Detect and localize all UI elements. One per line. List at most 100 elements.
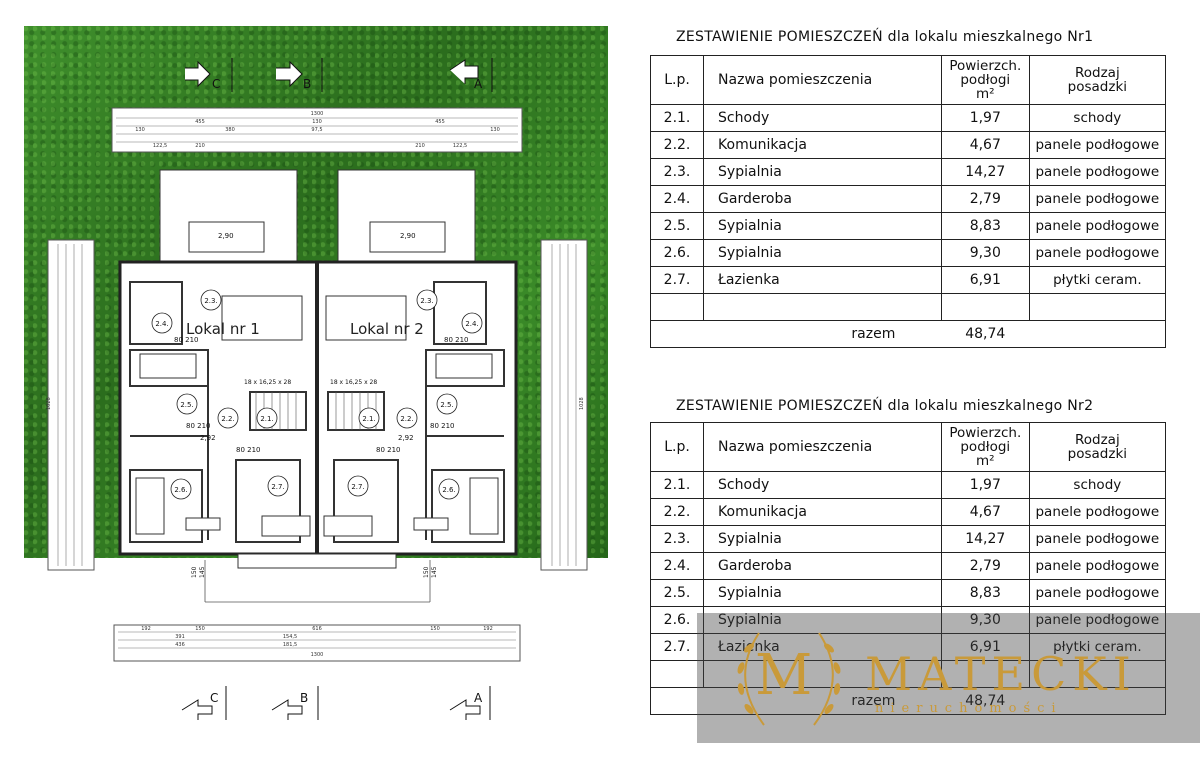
door-label: 80 210 bbox=[444, 336, 469, 344]
svg-text:150: 150 bbox=[191, 566, 198, 578]
room-tag: 2.7. bbox=[271, 483, 284, 491]
room-schedule-table-2: L.p. Nazwa pomieszczenia Powierzch.podło… bbox=[649, 422, 1167, 715]
floor-plan-drawing: 1300 455 130 455 130 130 380 97,5 210 12… bbox=[46, 58, 588, 720]
svg-text:436: 436 bbox=[175, 642, 185, 648]
room-schedule-table-1: L.p. Nazwa pomieszczenia Powierzch.podło… bbox=[649, 55, 1167, 348]
svg-text:145: 145 bbox=[199, 566, 206, 578]
header-lp: L.p. bbox=[649, 422, 705, 472]
room-tag: 2.5. bbox=[440, 401, 453, 409]
svg-text:192: 192 bbox=[483, 626, 493, 632]
header-lp: L.p. bbox=[649, 55, 705, 105]
section-marker-c-top: C bbox=[212, 77, 220, 91]
header-name: Nazwa pomieszczenia bbox=[703, 55, 942, 105]
svg-text:130: 130 bbox=[312, 119, 322, 125]
table-total-row: razem 48,74 bbox=[650, 687, 1167, 715]
total-value: 48,74 bbox=[941, 320, 1030, 348]
section-marker-a-top: A bbox=[474, 77, 483, 91]
svg-text:1028: 1028 bbox=[579, 397, 585, 410]
section-marker-c-bottom: C bbox=[210, 691, 218, 705]
room-tag: 2.3. bbox=[204, 297, 217, 305]
room-tag: 2.1. bbox=[362, 415, 375, 423]
room-tag: 2.1. bbox=[260, 415, 273, 423]
svg-text:122,5: 122,5 bbox=[153, 143, 167, 149]
level-label: 2,90 bbox=[218, 232, 234, 240]
svg-text:455: 455 bbox=[435, 119, 445, 125]
svg-text:181,5: 181,5 bbox=[283, 642, 297, 648]
svg-text:130: 130 bbox=[135, 127, 145, 133]
stair-label: 18 x 16,25 x 28 bbox=[244, 379, 291, 386]
table-header-row: L.p. Nazwa pomieszczenia Powierzch.podło… bbox=[649, 422, 1167, 472]
room-tag: 2.6. bbox=[174, 486, 187, 494]
table-total-row: razem 48,74 bbox=[650, 320, 1167, 348]
svg-text:1300: 1300 bbox=[311, 652, 324, 658]
level-label: 2,92 bbox=[398, 434, 414, 442]
door-label: 80 210 bbox=[376, 446, 401, 454]
table-header-row: L.p. Nazwa pomieszczenia Powierzch.podło… bbox=[649, 55, 1167, 105]
unit-label-1: Lokal nr 1 bbox=[186, 320, 260, 338]
svg-text:210: 210 bbox=[415, 143, 425, 149]
level-label: 2,92 bbox=[200, 434, 216, 442]
table-1-title: ZESTAWIENIE POMIESZCZEŃ dla lokalu miesz… bbox=[676, 29, 1094, 45]
svg-text:150: 150 bbox=[430, 626, 440, 632]
room-tag: 2.3. bbox=[420, 297, 433, 305]
room-tag: 2.4. bbox=[155, 320, 168, 328]
section-marker-a-bottom: A bbox=[474, 691, 483, 705]
watermark-overlay: M MATECKI nieruchomości bbox=[697, 613, 1200, 743]
svg-text:130: 130 bbox=[490, 127, 500, 133]
room-tag: 2.2. bbox=[400, 415, 413, 423]
svg-text:455: 455 bbox=[195, 119, 205, 125]
stair-label: 18 x 16,25 x 28 bbox=[330, 379, 377, 386]
unit-label-2: Lokal nr 2 bbox=[350, 320, 424, 338]
door-label: 80 210 bbox=[186, 422, 211, 430]
svg-text:154,5: 154,5 bbox=[283, 634, 297, 640]
svg-text:616: 616 bbox=[312, 626, 322, 632]
table-row-empty bbox=[649, 293, 1167, 321]
svg-text:97,5: 97,5 bbox=[311, 127, 322, 133]
laurel-wreath-icon bbox=[737, 632, 841, 726]
header-name: Nazwa pomieszczenia bbox=[703, 422, 942, 472]
svg-text:145: 145 bbox=[431, 566, 438, 578]
room-tag: 2.7. bbox=[351, 483, 364, 491]
watermark-monogram: M bbox=[755, 643, 813, 708]
svg-text:380: 380 bbox=[225, 127, 235, 133]
door-label: 80 210 bbox=[430, 422, 455, 430]
table-row-empty bbox=[649, 660, 1167, 688]
room-tag: 2.5. bbox=[180, 401, 193, 409]
room-tag: 2.4. bbox=[465, 320, 478, 328]
door-label: 80 210 bbox=[174, 336, 199, 344]
total-label: razem bbox=[650, 320, 942, 348]
room-tag: 2.6. bbox=[442, 486, 455, 494]
svg-text:122,5: 122,5 bbox=[453, 143, 467, 149]
watermark-tagline: nieruchomości bbox=[875, 701, 1063, 716]
svg-text:391: 391 bbox=[175, 634, 185, 640]
section-marker-b-top: B bbox=[303, 77, 311, 91]
total-label: razem bbox=[650, 687, 942, 715]
watermark-brand: MATECKI bbox=[865, 647, 1137, 701]
svg-text:192: 192 bbox=[141, 626, 151, 632]
room-tag: 2.2. bbox=[221, 415, 234, 423]
door-label: 80 210 bbox=[236, 446, 261, 454]
svg-text:150: 150 bbox=[423, 566, 430, 578]
svg-text:1028: 1028 bbox=[46, 397, 52, 410]
table-2-title: ZESTAWIENIE POMIESZCZEŃ dla lokalu miesz… bbox=[676, 398, 1094, 414]
svg-text:150: 150 bbox=[195, 626, 205, 632]
dim-top-total: 1300 bbox=[311, 111, 324, 117]
total-value: 48,74 bbox=[941, 687, 1030, 715]
svg-text:210: 210 bbox=[195, 143, 205, 149]
